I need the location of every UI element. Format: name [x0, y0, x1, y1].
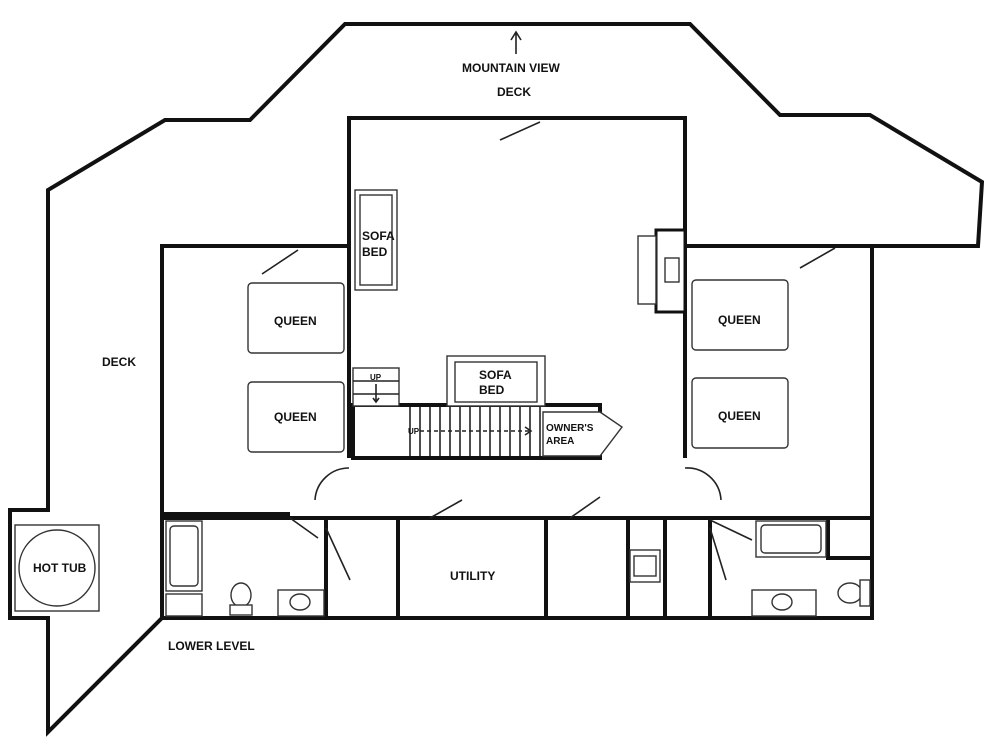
mountain-view-arrow-icon — [510, 30, 522, 54]
toilet-left-tank — [229, 604, 253, 616]
deck-door-top — [499, 121, 541, 141]
bed-right-upper-label: QUEEN — [718, 313, 761, 327]
sofa-bed-2-label-line1: SOFA — [479, 368, 512, 382]
owners-area-pointer — [542, 411, 624, 457]
small-stairs-up-label: UP — [370, 373, 382, 382]
right-bath-wall — [826, 518, 872, 560]
door-utility — [429, 499, 463, 519]
bed-left-lower — [247, 381, 345, 453]
stair-enclosure — [351, 403, 602, 460]
sofa-bed-1-label-line2: BED — [362, 245, 388, 259]
deck-outline — [8, 22, 985, 737]
deck-top-label: DECK — [497, 85, 531, 99]
door-bath-left — [289, 517, 319, 539]
bed-left-lower-label: QUEEN — [274, 410, 317, 424]
toilet-left — [230, 582, 252, 608]
door-closet-3 — [709, 527, 727, 581]
sink-left — [289, 593, 311, 611]
door-closet-2 — [569, 496, 601, 519]
door-swing-left-bedroom — [314, 467, 350, 501]
fireplace-hearth — [637, 235, 657, 305]
main-stairs-arrowhead-icon — [524, 426, 533, 436]
deck-door-left-bedroom — [261, 249, 299, 275]
mountain-view-label: MOUNTAIN VIEW — [462, 61, 560, 75]
door-swing-right-bedroom — [684, 467, 722, 501]
lower-level-label: LOWER LEVEL — [168, 639, 255, 653]
sofa-bed-2-seat — [454, 361, 538, 403]
bathtub-right-inner — [760, 524, 822, 554]
washer-inner — [633, 555, 657, 577]
deck-left-label: DECK — [102, 355, 136, 369]
owners-area-label-line1: OWNER'S — [546, 423, 594, 434]
sink-right — [771, 593, 793, 611]
small-stairs-arrow-icon — [372, 384, 380, 404]
deck-door-right-bedroom — [799, 247, 836, 269]
bed-right-lower — [691, 377, 789, 449]
hot-tub — [18, 529, 96, 607]
hot-tub-label: HOT TUB — [33, 561, 87, 575]
sofa-bed-1-label-line1: SOFA — [362, 229, 395, 243]
bathtub-left-inner — [169, 525, 199, 587]
bed-right-upper — [691, 279, 789, 351]
fireplace-inner — [664, 257, 680, 283]
utility-label: UTILITY — [450, 569, 495, 583]
door-bath-right — [709, 519, 753, 541]
main-stairs-up-label: UP — [408, 427, 420, 436]
bed-left-upper-label: QUEEN — [274, 314, 317, 328]
door-closet-1 — [325, 527, 351, 581]
toilet-right-tank — [859, 579, 871, 607]
toilet-right — [837, 582, 863, 604]
bed-left-upper — [247, 282, 345, 354]
bed-right-lower-label: QUEEN — [718, 409, 761, 423]
sofa-bed-1-back — [359, 194, 393, 286]
bath-left-cabinet — [165, 593, 203, 617]
owners-area-label-line2: AREA — [546, 436, 574, 447]
sofa-bed-2-label-line2: BED — [479, 383, 505, 397]
interior-walls — [160, 116, 874, 620]
